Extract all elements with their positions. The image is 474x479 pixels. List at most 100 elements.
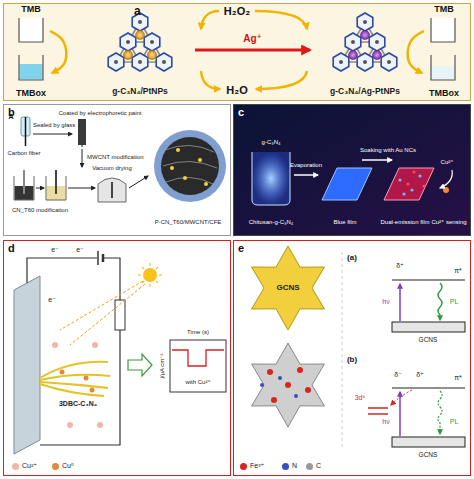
panel-a-art — [255, 11, 307, 29]
panel-a-art — [345, 33, 361, 51]
legend-entry: Cu⁰ — [52, 462, 74, 470]
axis-label: Time (s) — [187, 329, 209, 336]
panel-c-art — [402, 192, 405, 195]
step-label: Coated by electrophoretic paint — [58, 110, 141, 117]
panel-a-art — [431, 55, 455, 80]
panel-a-art — [373, 51, 382, 60]
material-label: Dual-emission film — [380, 219, 429, 226]
legend-swatch — [12, 462, 19, 469]
panel-d-art — [149, 284, 150, 287]
panel-a-art — [140, 42, 152, 62]
panel-a-art — [357, 13, 373, 31]
reagent-label: TMBox — [429, 88, 459, 98]
panel-a-art — [128, 41, 152, 43]
panel-d-art — [70, 284, 145, 345]
panel-d-art — [156, 281, 158, 283]
panel-a-art — [148, 51, 157, 60]
curve-label: with Cu²⁺ — [185, 379, 210, 386]
legend-entry: Fe³⁺ — [240, 462, 264, 470]
sub-panel-letter: (b) — [347, 355, 357, 364]
legend-text: C — [316, 462, 321, 470]
panel-b-art — [78, 119, 86, 145]
panel-e-art — [438, 391, 442, 434]
panel-b-art — [3, 104, 231, 236]
panel-d-art — [115, 300, 125, 330]
panel-b-art — [23, 170, 25, 194]
panel-a-art — [116, 61, 140, 63]
panel-c-art — [233, 104, 471, 236]
panel-a-art — [341, 42, 353, 62]
catalyst-structure: g-C₃N₄/PtNPs — [85, 14, 195, 98]
panel-a-art — [432, 66, 455, 79]
panel-a-art — [369, 33, 385, 51]
panel-d-art — [60, 281, 145, 345]
panel-a-art — [333, 53, 349, 71]
panel-b-art — [161, 137, 219, 195]
panel-c-art — [410, 188, 413, 191]
panel-a-art — [365, 22, 377, 42]
panel-b-art — [166, 177, 213, 184]
panel-a-art — [3, 3, 471, 101]
panel-d-art — [128, 354, 152, 376]
reagent-label: TMB — [21, 4, 41, 14]
panel-d-art — [90, 388, 95, 393]
panel-e-art — [399, 392, 401, 436]
legend-entry: C — [306, 462, 321, 470]
panel-a-art — [124, 51, 133, 60]
panel-d-art — [143, 268, 157, 282]
beaker: TMBox — [10, 53, 52, 99]
panel-e-art — [252, 343, 325, 427]
panel-a-art — [353, 42, 365, 62]
panel-b-art — [33, 134, 72, 135]
panel-b-art — [36, 188, 44, 189]
panel-e-art — [260, 376, 298, 398]
panel-e-art — [392, 437, 465, 447]
panel-d-art — [142, 267, 144, 269]
panel-e-art — [297, 367, 303, 373]
panel-d-art — [60, 370, 65, 375]
panel-b-art — [129, 176, 148, 188]
panel-d-art — [84, 376, 89, 381]
panel-b-art — [47, 186, 66, 200]
panel-c-art — [406, 182, 409, 185]
panel-b-art — [183, 176, 187, 180]
beaker: TMB — [12, 3, 50, 45]
charge-label: δ⁺ — [416, 371, 424, 379]
panel-e-art — [392, 387, 465, 388]
panel-c-art — [233, 104, 471, 236]
step-label: Sealed by glass — [33, 122, 75, 129]
panel-d-art — [156, 267, 158, 269]
panel-e-art — [438, 283, 442, 320]
axis-label: j/μA cm⁻² — [159, 354, 166, 379]
panel-e-art — [294, 394, 298, 398]
panel-letter: c — [238, 106, 244, 119]
panel-a-art — [156, 53, 172, 71]
panel-c-art — [362, 159, 392, 161]
panel-c-art — [422, 184, 425, 187]
panel-a-art — [140, 22, 152, 42]
panel-b-art — [170, 166, 174, 170]
panel-a-art — [361, 31, 370, 40]
step-label: Cu²⁺ sensing — [431, 219, 466, 226]
step-label: MWCNT modification — [87, 154, 144, 161]
legend-swatch — [306, 462, 313, 469]
panel-d-art — [102, 254, 105, 262]
material-label: g-C₃N₄ — [262, 139, 281, 146]
step-label: Vacuum drying — [92, 165, 132, 172]
panel-a-art — [144, 33, 160, 51]
sub-panel-letter: (a) — [347, 253, 357, 262]
panel-d-art — [40, 362, 108, 378]
excitation-label: hν — [382, 298, 389, 306]
panel-frame: c — [233, 104, 471, 236]
panel-b-art — [3, 104, 231, 236]
panel-c-art — [418, 174, 421, 177]
catalyst-structure: g-C₃N₄/Ag-PtNPs — [310, 14, 420, 98]
panel-e-art — [399, 284, 401, 321]
panel-e-art — [342, 252, 343, 450]
panel-e-art — [392, 322, 465, 332]
orbital-label: π* — [454, 267, 462, 275]
panel-c-art — [384, 168, 434, 200]
panel-b-art — [163, 161, 217, 168]
legend-entry: N — [282, 462, 297, 470]
